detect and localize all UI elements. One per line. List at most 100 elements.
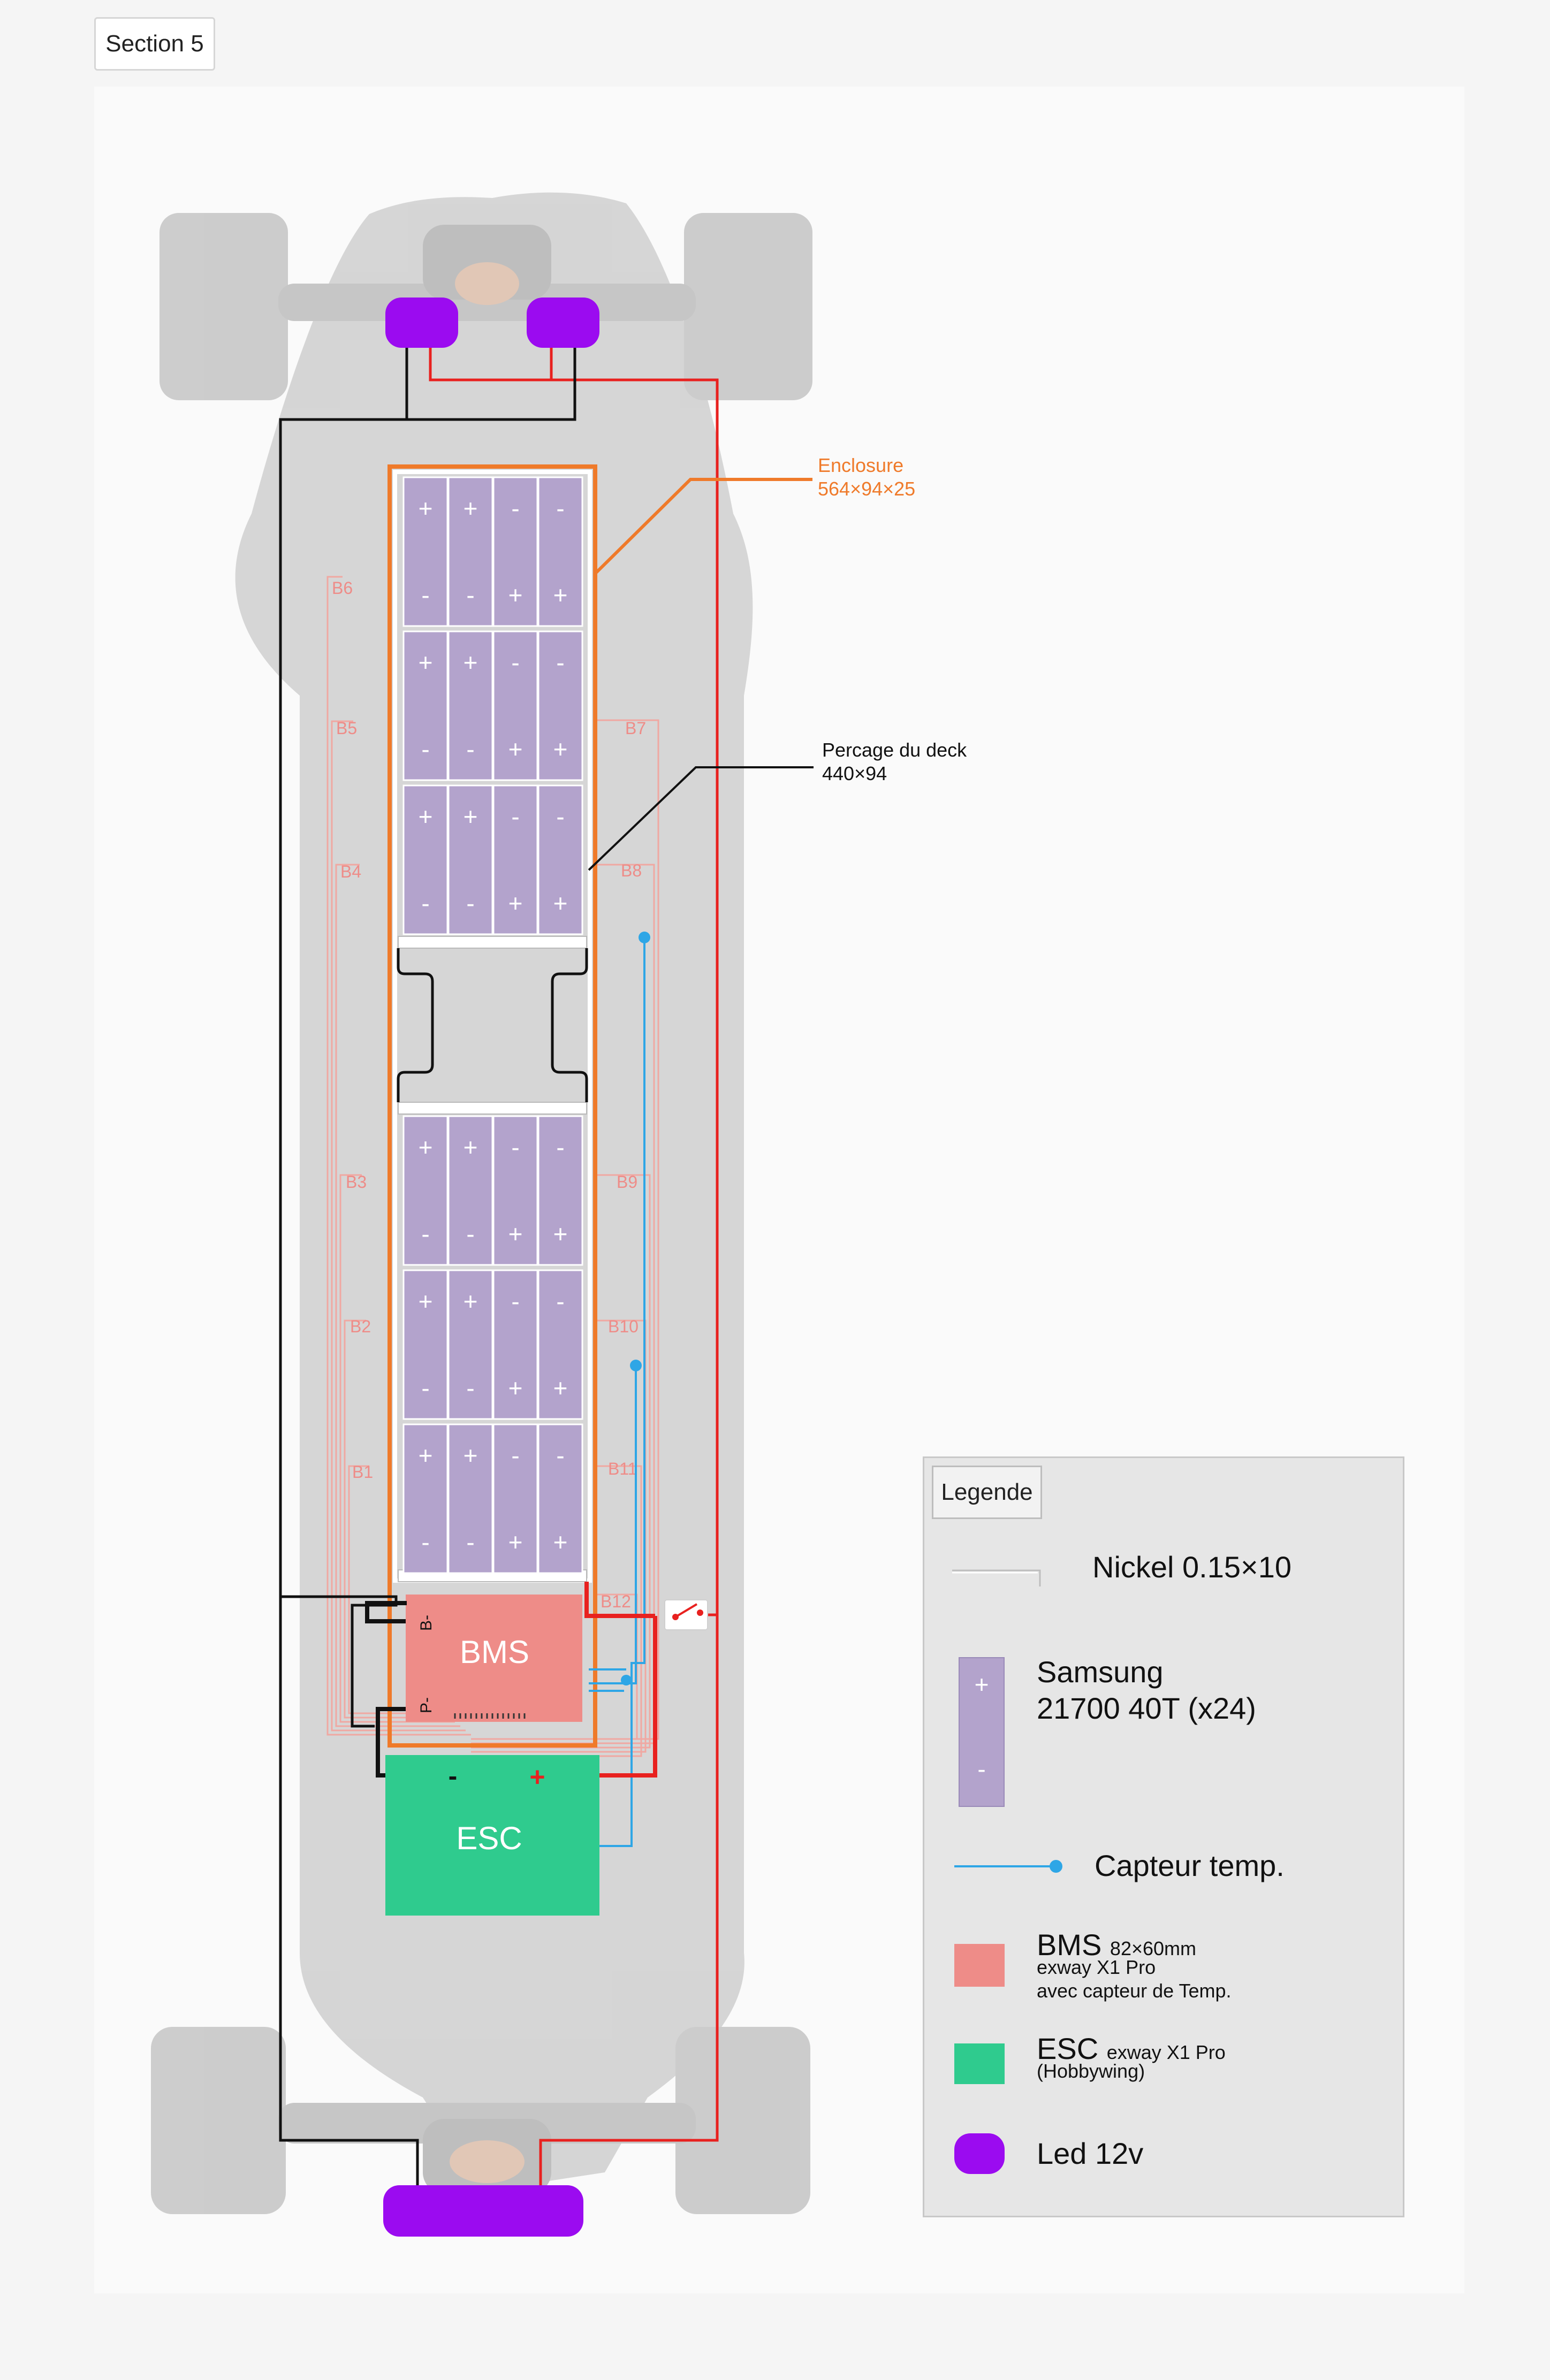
cell-14: [447, 1115, 493, 1266]
balance-label-b9: B9: [617, 1172, 637, 1192]
cell-17: [402, 1269, 449, 1420]
section-tag[interactable]: Section 5: [94, 17, 215, 71]
power-switch[interactable]: [664, 1599, 708, 1630]
cell-21: [402, 1423, 449, 1574]
annotation-enclosure: Enclosure 564×94×25: [594, 454, 915, 575]
led-front-right: [527, 298, 599, 348]
balance-label-b6: B6: [332, 578, 353, 598]
cell-1: [402, 476, 449, 627]
cell-terminal-bottom: -: [466, 735, 474, 763]
cell-16: [537, 1115, 583, 1266]
esc-label: ESC: [456, 1820, 522, 1856]
temp-sensor-2: [630, 1360, 642, 1371]
cell-terminal-top: -: [556, 649, 564, 676]
led-wiring: [279, 348, 719, 2188]
cell-terminal-top: +: [419, 649, 433, 676]
cell-terminal-bottom: +: [553, 735, 568, 763]
led-swatch: [954, 2133, 1005, 2174]
legend-sensor-label: Capteur temp.: [1095, 1849, 1285, 1882]
balance-label-b2: B2: [350, 1317, 371, 1336]
cell-terminal-bottom: +: [508, 1220, 523, 1248]
cell-terminal-top: +: [419, 803, 433, 830]
cell-icon-minus: -: [977, 1755, 986, 1783]
cell-6: [447, 630, 493, 781]
cell-terminal-top: +: [464, 803, 478, 830]
front-wheel-left: [159, 213, 288, 400]
legend-bms-line3: avec capteur de Temp.: [1037, 1980, 1232, 2002]
legend-bms-dims: 82×60mm: [1110, 1937, 1197, 1959]
cell-terminal-bottom: -: [466, 889, 474, 917]
cell-2: [447, 476, 493, 627]
deck-cut-title: Percage du deck: [822, 739, 967, 761]
cell-terminal-bottom: +: [553, 889, 568, 917]
legend-esc-name: ESC: [1037, 2032, 1099, 2065]
legend-esc-line2: (Hobbywing): [1037, 2060, 1145, 2082]
enclosure-dims: 564×94×25: [818, 478, 915, 500]
led-rear: [383, 2185, 583, 2237]
esc-neg: -: [449, 1761, 458, 1791]
cell-terminal-top: +: [419, 494, 433, 522]
legend-cell-line1: Samsung: [1037, 1655, 1164, 1689]
bms-balance-connector: [454, 1713, 526, 1719]
cell-terminal-bottom: -: [421, 889, 429, 917]
esc: ESC - +: [385, 1755, 599, 1916]
front-wheel-right: [684, 213, 812, 400]
balance-label-b10: B10: [608, 1317, 639, 1336]
cell-19: [492, 1269, 538, 1420]
legend: Legende Nickel 0.15×10 + - Samsung 21700…: [923, 1456, 1404, 2217]
balance-label-b8: B8: [621, 861, 642, 880]
legend-cell-line2: 21700 40T (x24): [1037, 1691, 1256, 1725]
esc-body: [385, 1755, 599, 1916]
cell-terminal-bottom: -: [421, 1528, 429, 1556]
cell-terminal-top: +: [419, 1133, 433, 1161]
cell-9: [402, 784, 449, 935]
cell-terminal-bottom: -: [466, 1374, 474, 1402]
legend-bms-title: BMS 82×60mm: [1037, 1927, 1196, 1963]
cell-terminal-top: +: [419, 1287, 433, 1315]
legend-nickel-label: Nickel 0.15×10: [1092, 1550, 1292, 1584]
balance-label-b7: B7: [625, 719, 646, 738]
cell-23: [492, 1423, 538, 1574]
cell-terminal-bottom: -: [421, 1374, 429, 1402]
cell-terminal-bottom: +: [508, 1374, 523, 1402]
temp-sensor-1: [639, 932, 650, 943]
legend-bms-name: BMS: [1037, 1928, 1102, 1962]
cell-icon-plus: +: [974, 1670, 989, 1698]
cell-terminal-top: -: [511, 649, 519, 676]
cell-terminal-top: -: [511, 494, 519, 522]
sensor-icon: [954, 1860, 1062, 1873]
cell-terminal-top: -: [556, 1287, 564, 1315]
cell-8: [537, 630, 583, 781]
cell-20: [537, 1269, 583, 1420]
legend-led-label: Led 12v: [1037, 2137, 1144, 2170]
legend-title[interactable]: Legende: [932, 1466, 1042, 1519]
cell-13: [402, 1115, 449, 1266]
rear-wheel-left: [151, 2027, 286, 2214]
cell-24: [537, 1423, 583, 1574]
rear-bushing: [450, 2140, 525, 2183]
bms-pin-p: P-: [417, 1697, 435, 1713]
cell-terminal-top: +: [464, 1133, 478, 1161]
cell-terminal-bottom: -: [421, 581, 429, 609]
cell-terminal-bottom: +: [508, 581, 523, 609]
cell-10: [447, 784, 493, 935]
balance-label-b3: B3: [346, 1172, 367, 1192]
cell-5: [402, 630, 449, 781]
legend-esc-sub: exway X1 Pro: [1106, 2041, 1226, 2063]
led-front-left: [385, 298, 458, 348]
front-bushing: [455, 262, 519, 305]
cell-15: [492, 1115, 538, 1266]
enclosure: [388, 464, 597, 1748]
cell-18: [447, 1269, 493, 1420]
cell-terminal-top: -: [511, 803, 519, 830]
balance-label-b11: B11: [608, 1459, 637, 1478]
cell-terminal-bottom: +: [553, 1528, 568, 1556]
bms-swatch: [954, 1944, 1005, 1987]
cell-packs: +-+--+-++-+--+-++-+--+-++-+--+-++-+--+-+…: [402, 476, 583, 1574]
cell-icon: + -: [959, 1657, 1005, 1807]
cell-4: [537, 476, 583, 627]
cell-7: [492, 630, 538, 781]
cell-terminal-top: -: [556, 1441, 564, 1469]
cell-terminal-bottom: +: [553, 1220, 568, 1248]
